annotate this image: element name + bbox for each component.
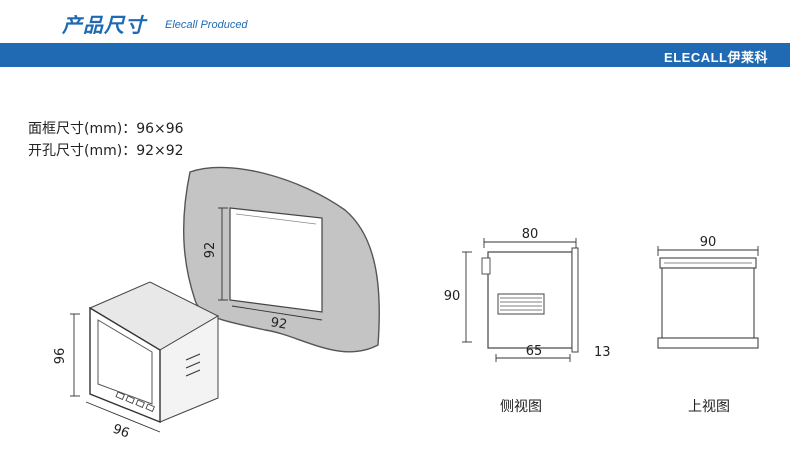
side-body-label: 65: [526, 344, 543, 359]
frame-size-spec: 面框尺寸(mm)：96×96: [28, 121, 184, 137]
front-width-label: 96: [111, 422, 132, 442]
side-view-caption: 侧视图: [500, 399, 542, 415]
section-title: 产品尺寸: [62, 13, 146, 37]
brand-logo: ELECALL伊莱科: [664, 50, 768, 65]
header: 产品尺寸 Elecall Produced: [0, 0, 790, 42]
side-view-drawing: 80 90 65 13: [444, 227, 611, 362]
cutout-height-label: 92: [203, 242, 218, 259]
panel-cutout-drawing: 92 92: [183, 166, 380, 353]
top-width-label: 90: [700, 235, 717, 250]
header-band: [0, 43, 790, 67]
cutout-size-spec: 开孔尺寸(mm)：92×92: [28, 143, 184, 159]
meter-front-drawing: 96 96: [53, 281, 220, 442]
section-subtitle: Elecall Produced: [165, 19, 248, 31]
cutout-width-label: 92: [269, 315, 288, 333]
top-view-drawing: 90: [657, 235, 759, 349]
side-depth-label: 80: [522, 227, 539, 242]
front-height-label: 96: [53, 348, 68, 365]
side-front-label: 13: [594, 345, 611, 360]
side-height-label: 90: [444, 289, 461, 304]
top-view-caption: 上视图: [688, 399, 730, 415]
